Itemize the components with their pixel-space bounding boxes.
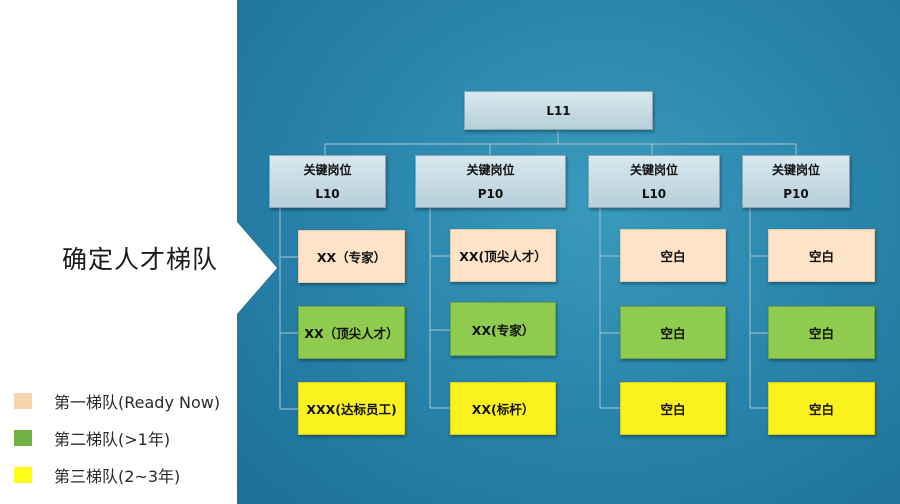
candidate-box-tier3: 空白 bbox=[620, 382, 726, 435]
position-role-label: 关键岗位 bbox=[629, 162, 678, 177]
candidate-box-tier3: 空白 bbox=[768, 382, 875, 435]
candidate-box-tier2: 空白 bbox=[768, 306, 875, 359]
legend-item-tier2: 第二梯队(>1年) bbox=[14, 426, 170, 450]
candidate-box-tier1: 空白 bbox=[620, 229, 726, 282]
legend-item-tier3: 第三梯队(2~3年) bbox=[14, 463, 180, 487]
candidate-box-tier2: XX（顶尖人才） bbox=[298, 306, 405, 359]
position-header-4: 关键岗位 P10 bbox=[742, 155, 850, 208]
position-role-label: 关键岗位 bbox=[303, 162, 352, 177]
candidate-box-tier2: 空白 bbox=[620, 306, 726, 359]
position-level-label: L10 bbox=[315, 186, 340, 201]
legend-item-tier1: 第一梯队(Ready Now) bbox=[14, 389, 220, 413]
legend-label-tier1: 第一梯队(Ready Now) bbox=[54, 393, 221, 412]
left-panel bbox=[0, 0, 237, 504]
legend-swatch-tier1 bbox=[14, 393, 32, 409]
candidate-box-tier1: XX（专家） bbox=[298, 230, 405, 283]
candidate-box-tier2: XX(专家） bbox=[450, 302, 556, 356]
position-level-label: P10 bbox=[783, 186, 809, 201]
page-title: 确定人才梯队 bbox=[62, 245, 219, 274]
position-header-1: 关键岗位 L10 bbox=[269, 155, 386, 208]
arrow-pointer-shape bbox=[237, 222, 277, 314]
candidate-box-tier3: XX(标杆） bbox=[450, 382, 556, 435]
candidate-box-tier1: XX(顶尖人才） bbox=[450, 229, 556, 282]
candidate-box-tier1: 空白 bbox=[768, 229, 875, 282]
legend-label-tier2: 第二梯队(>1年) bbox=[54, 430, 171, 449]
position-role-label: 关键岗位 bbox=[771, 162, 820, 177]
position-level-label: P10 bbox=[477, 186, 504, 201]
position-header-3: 关键岗位 L10 bbox=[588, 155, 720, 208]
position-role-label: 关键岗位 bbox=[466, 162, 515, 177]
position-header-2: 关键岗位 P10 bbox=[415, 155, 566, 208]
legend-swatch-tier3 bbox=[14, 467, 32, 483]
org-root-node: L11 bbox=[464, 91, 653, 130]
legend-swatch-tier2 bbox=[14, 430, 32, 446]
position-level-label: L10 bbox=[641, 186, 667, 201]
legend-label-tier3: 第三梯队(2~3年) bbox=[54, 467, 181, 486]
candidate-box-tier3: XXX(达标员工) bbox=[298, 382, 405, 435]
org-root-label: L11 bbox=[546, 103, 571, 118]
